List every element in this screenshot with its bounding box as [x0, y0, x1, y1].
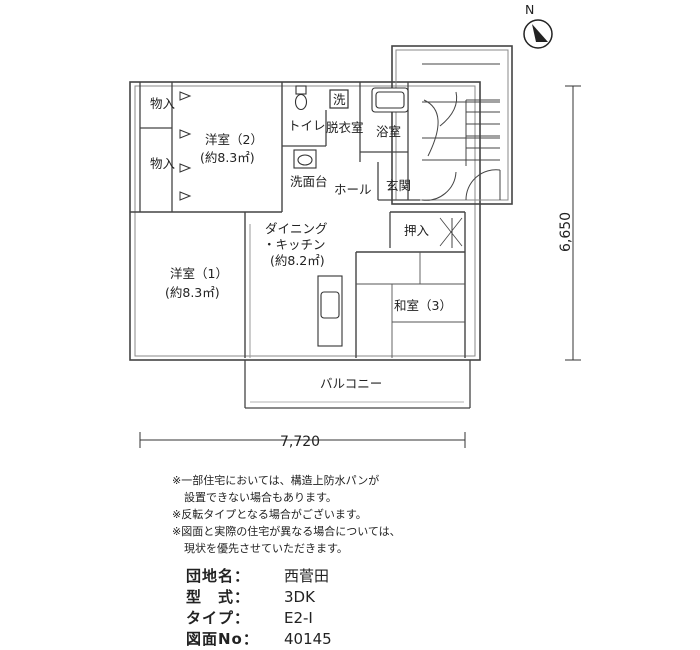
balcony-label: バルコニー [320, 376, 382, 391]
kitchen-label: ・キッチン [263, 237, 326, 252]
note-line: 現状を優先させていただきます。 [184, 542, 348, 555]
washbasin-fixture [293, 149, 317, 169]
note-line: ※反転タイプとなる場合がございます。 [172, 508, 367, 521]
drawing-value: 40145 [284, 630, 332, 648]
info-row-type: 型 式： 3DK [186, 587, 332, 608]
compass-letter: N [525, 2, 534, 17]
staircase [421, 63, 501, 201]
japanese-room-label: 和室（3） [394, 298, 452, 313]
drawing-label: 図面No： [186, 630, 259, 648]
property-info: 団地名： 西菅田 型 式： 3DK タイプ： E2-I 図面No： 40145 [186, 566, 332, 650]
width-dimension [139, 432, 466, 448]
info-row-drawing: 図面No： 40145 [186, 629, 332, 650]
kitchen-counter [317, 275, 343, 347]
hall-label: ホール [334, 182, 372, 197]
subtype-label: タイプ： [186, 609, 251, 627]
oshiire-label: 押入 [404, 223, 430, 238]
closet-top-label: 物入 [150, 96, 176, 111]
north-compass: N [523, 2, 553, 49]
washer-label: 洗 [333, 92, 346, 107]
closet-door-marks [179, 91, 192, 201]
closet-mid-label: 物入 [150, 156, 176, 171]
dressing-room-label: 脱衣室 [326, 120, 364, 135]
dining-label: ダイニング [265, 221, 328, 236]
width-value: 7,720 [280, 434, 320, 450]
height-dimension [565, 85, 581, 361]
height-value: 6,650 [558, 212, 574, 252]
washer-box: 洗 [329, 89, 349, 109]
toilet-fixture [294, 85, 308, 111]
note-line: ※一部住宅においては、構造上防水パンが [172, 474, 380, 487]
notes: ※一部住宅においては、構造上防水パンが 設置できない場合もあります。 ※反転タイ… [172, 472, 401, 557]
info-row-estate: 団地名： 西菅田 [186, 566, 332, 587]
walls [129, 45, 513, 361]
balcony-outline [244, 360, 471, 409]
western-room-2-size: (約8.3㎡) [200, 150, 255, 165]
estate-label: 団地名： [186, 567, 251, 585]
toilet-label: トイレ [288, 118, 326, 133]
estate-value: 西菅田 [284, 567, 330, 585]
dining-size: (約8.2㎡) [270, 253, 325, 268]
subtype-value: E2-I [284, 609, 313, 627]
note-line: 設置できない場合もあります。 [184, 491, 337, 504]
info-row-subtype: タイプ： E2-I [186, 608, 332, 629]
tatami-lines [356, 252, 465, 358]
washbasin-label: 洗面台 [290, 174, 328, 189]
entrance-label: 玄関 [386, 178, 411, 193]
bath-label: 浴室 [376, 124, 401, 139]
western-room-1-size: (約8.3㎡) [165, 285, 220, 300]
type-label: 型 式： [186, 588, 251, 606]
note-line: ※図面と実際の住宅が異なる場合については、 [172, 525, 401, 538]
western-room-2-label: 洋室（2） [205, 132, 263, 147]
floor-plan: N [129, 2, 581, 450]
western-room-1-label: 洋室（1） [170, 266, 228, 281]
type-value: 3DK [284, 588, 315, 606]
bathtub [371, 87, 409, 113]
